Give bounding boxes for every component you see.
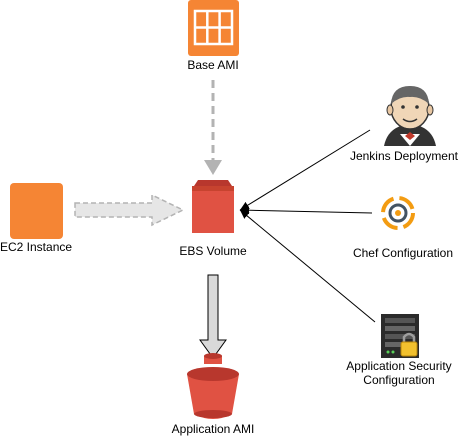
jenkins-to-ebs-line <box>239 129 371 211</box>
app-security-label-line2: Configuration <box>363 373 435 387</box>
jenkins-deployment-label: Jenkins Deployment <box>349 149 458 163</box>
base-ami-label: Base AMI <box>187 58 239 72</box>
ebs-to-application-ami-arrow <box>199 274 227 359</box>
server-lock-icon <box>381 314 419 358</box>
base-ami-to-ebs-arrow <box>204 80 222 175</box>
ec2-instance-label: EC2 Instance <box>0 240 73 254</box>
chef-configuration-label: Chef Configuration <box>352 246 453 260</box>
chef-logo-icon <box>381 196 415 230</box>
application-ami-label: Application AMI <box>171 422 255 436</box>
ebs-volume-label: EBS Volume <box>179 244 247 258</box>
jenkins-butler-icon <box>384 86 436 146</box>
ec2-instance-icon <box>10 183 63 239</box>
s3-bucket-icon <box>187 353 239 419</box>
ec2-to-ebs-arrow <box>74 193 185 227</box>
ebs-volume-icon <box>192 180 234 233</box>
ami-grid-icon <box>188 0 239 56</box>
app-security-label-line1: Application Security <box>346 359 452 373</box>
chef-to-ebs-line <box>239 206 373 215</box>
security-to-ebs-line <box>239 209 376 323</box>
